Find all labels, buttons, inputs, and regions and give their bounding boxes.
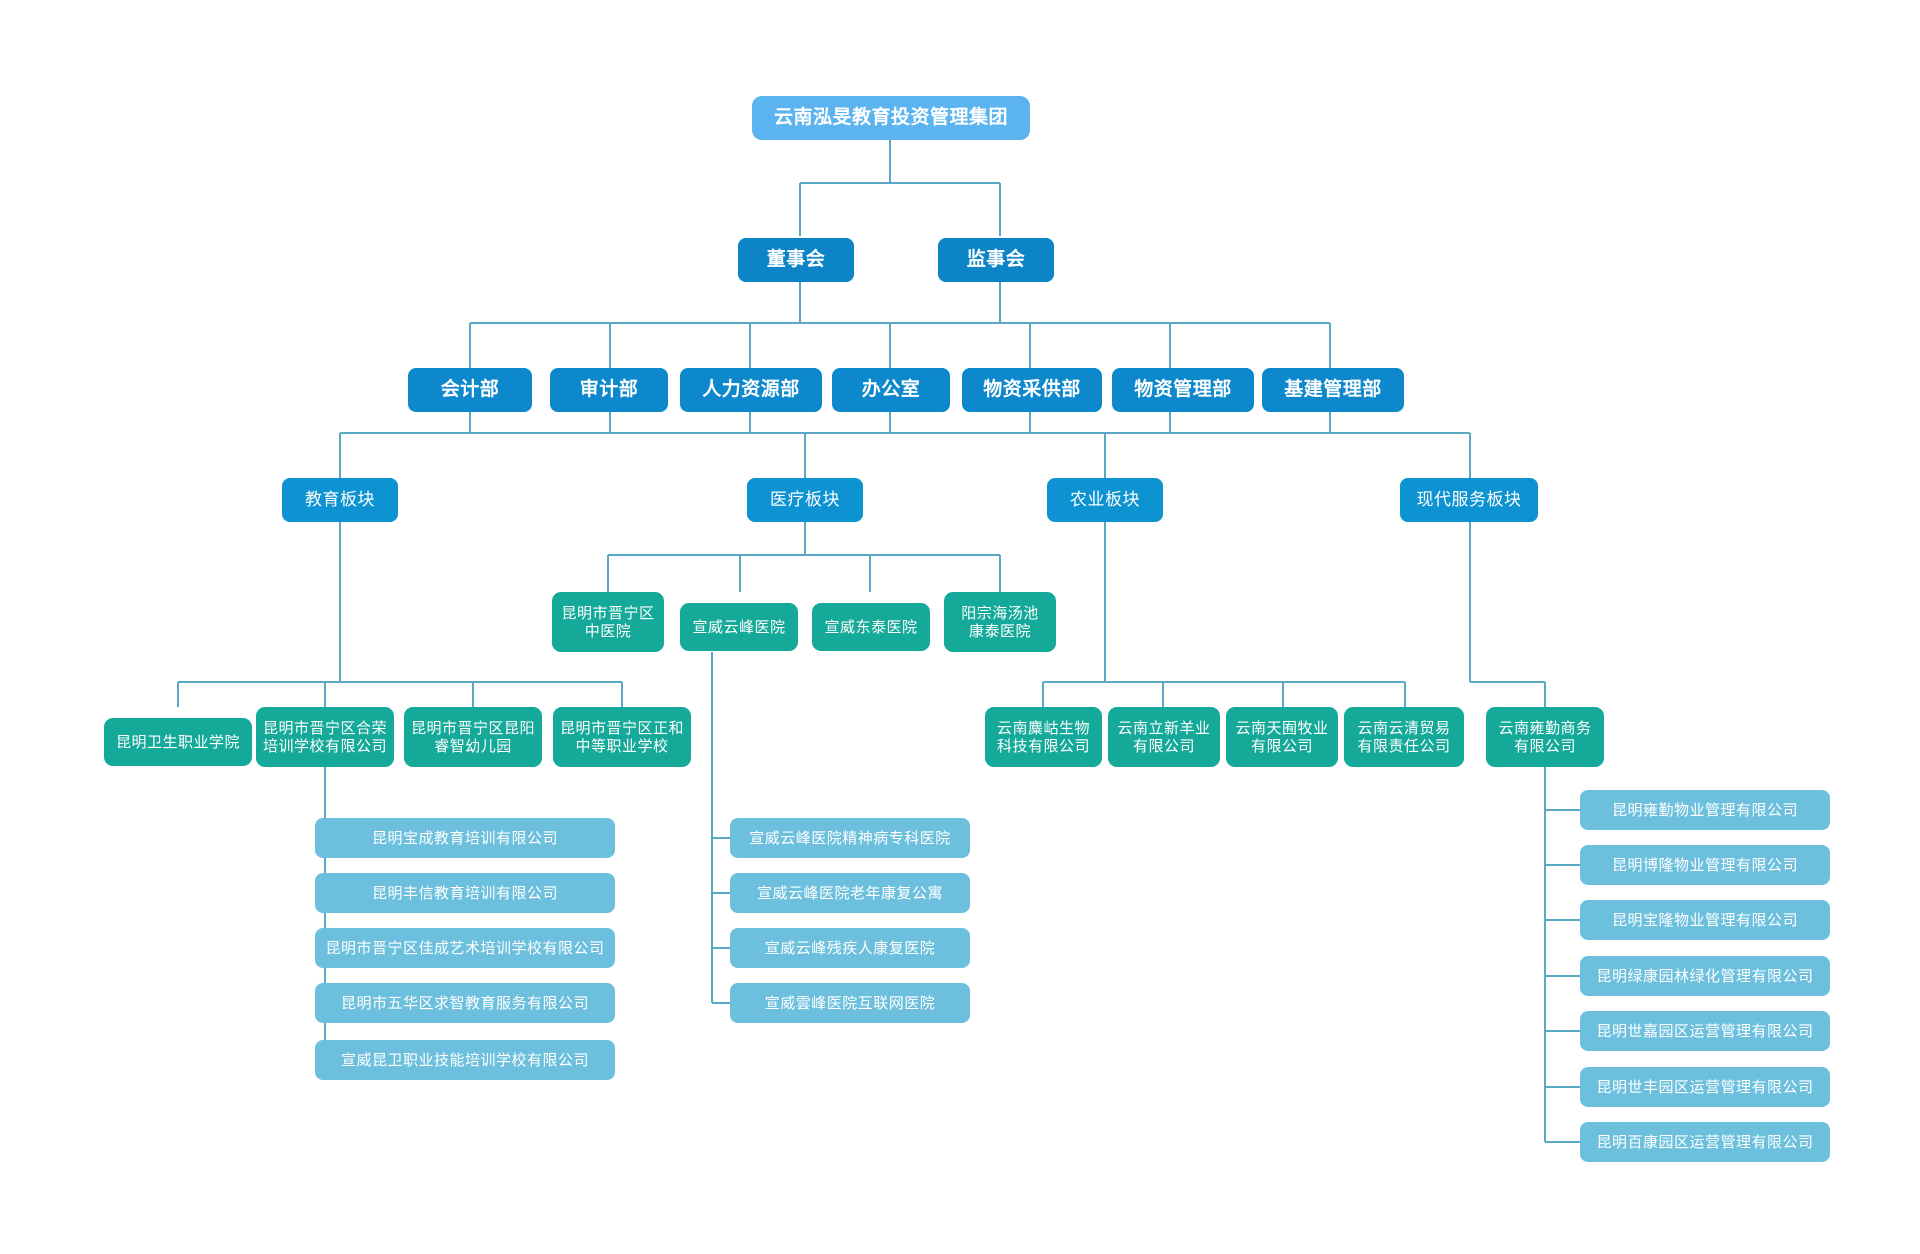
node-agri-tianyou-livestock[interactable]: 云南天囿牧业 有限公司 <box>1226 707 1338 767</box>
node-hospital-yangzonghai-kangtai[interactable]: 阳宗海汤池 康泰医院 <box>944 592 1056 652</box>
node-svc-leaf-shifeng-park-operations[interactable]: 昆明世丰园区运营管理有限公司 <box>1580 1067 1830 1107</box>
node-svc-leaf-bolong-property[interactable]: 昆明博隆物业管理有限公司 <box>1580 845 1830 885</box>
node-board-of-directors[interactable]: 董事会 <box>738 238 854 282</box>
node-dept-audit[interactable]: 审计部 <box>550 368 668 412</box>
node-dept-office[interactable]: 办公室 <box>832 368 950 412</box>
node-edu-zhenghe-vocational-school[interactable]: 昆明市晋宁区正和 中等职业学校 <box>553 707 691 767</box>
node-hospital-xuanwei-yunfeng[interactable]: 宣威云峰医院 <box>680 603 798 651</box>
node-sector-agriculture[interactable]: 农业板块 <box>1047 478 1163 522</box>
node-med-leaf-psychiatric-hospital[interactable]: 宣威云峰医院精神病专科医院 <box>730 818 970 858</box>
node-edu-kunyang-ruizhi-kindergarten[interactable]: 昆明市晋宁区昆阳 睿智幼儿园 <box>404 707 542 767</box>
node-dept-infrastructure-management[interactable]: 基建管理部 <box>1262 368 1404 412</box>
node-svc-leaf-lvkang-landscaping[interactable]: 昆明绿康园林绿化管理有限公司 <box>1580 956 1830 996</box>
node-service-yongqin-business[interactable]: 云南雍勤商务 有限公司 <box>1486 707 1604 767</box>
node-dept-accounting[interactable]: 会计部 <box>408 368 532 412</box>
node-svc-leaf-yongqin-property[interactable]: 昆明雍勤物业管理有限公司 <box>1580 790 1830 830</box>
node-board-of-supervisors[interactable]: 监事会 <box>938 238 1054 282</box>
node-sector-medical[interactable]: 医疗板块 <box>747 478 863 522</box>
node-edu-leaf-qiuzhi-edu-service[interactable]: 昆明市五华区求智教育服务有限公司 <box>315 983 615 1023</box>
node-dept-material-procurement[interactable]: 物资采供部 <box>962 368 1102 412</box>
node-dept-material-management[interactable]: 物资管理部 <box>1112 368 1254 412</box>
node-edu-leaf-jiacheng-art-school[interactable]: 昆明市晋宁区佳成艺术培训学校有限公司 <box>315 928 615 968</box>
node-svc-leaf-baikang-park-operations[interactable]: 昆明百康园区运营管理有限公司 <box>1580 1122 1830 1162</box>
node-agri-miku-biotech[interactable]: 云南麋岵生物 科技有限公司 <box>985 707 1102 767</box>
node-edu-leaf-fengxin-training[interactable]: 昆明丰信教育培训有限公司 <box>315 873 615 913</box>
node-agri-yunqing-trade[interactable]: 云南云清贸易 有限责任公司 <box>1344 707 1464 767</box>
node-svc-leaf-shijia-park-operations[interactable]: 昆明世嘉园区运营管理有限公司 <box>1580 1011 1830 1051</box>
node-svc-leaf-baolong-property[interactable]: 昆明宝隆物业管理有限公司 <box>1580 900 1830 940</box>
node-edu-leaf-baocheng-training[interactable]: 昆明宝成教育培训有限公司 <box>315 818 615 858</box>
node-edu-herong-training-school[interactable]: 昆明市晋宁区合荣 培训学校有限公司 <box>256 707 394 767</box>
node-hospital-xuanwei-dongtai[interactable]: 宣威东泰医院 <box>812 603 930 651</box>
node-sector-education[interactable]: 教育板块 <box>282 478 398 522</box>
node-edu-leaf-kunwei-vocational-training[interactable]: 宣威昆卫职业技能培训学校有限公司 <box>315 1040 615 1080</box>
node-edu-kunming-health-college[interactable]: 昆明卫生职业学院 <box>104 718 252 766</box>
node-hospital-jinning-tcm[interactable]: 昆明市晋宁区 中医院 <box>552 592 664 652</box>
node-agri-lixin-sheep[interactable]: 云南立新羊业 有限公司 <box>1108 707 1220 767</box>
node-med-leaf-internet-hospital[interactable]: 宣威雲峰医院互联网医院 <box>730 983 970 1023</box>
node-dept-human-resources[interactable]: 人力资源部 <box>680 368 822 412</box>
node-med-leaf-disabled-rehab-hospital[interactable]: 宣威云峰残疾人康复医院 <box>730 928 970 968</box>
node-med-leaf-elderly-rehab-apartment[interactable]: 宣威云峰医院老年康复公寓 <box>730 873 970 913</box>
node-root-group[interactable]: 云南泓旻教育投资管理集团 <box>752 96 1030 140</box>
node-sector-modern-service[interactable]: 现代服务板块 <box>1400 478 1538 522</box>
